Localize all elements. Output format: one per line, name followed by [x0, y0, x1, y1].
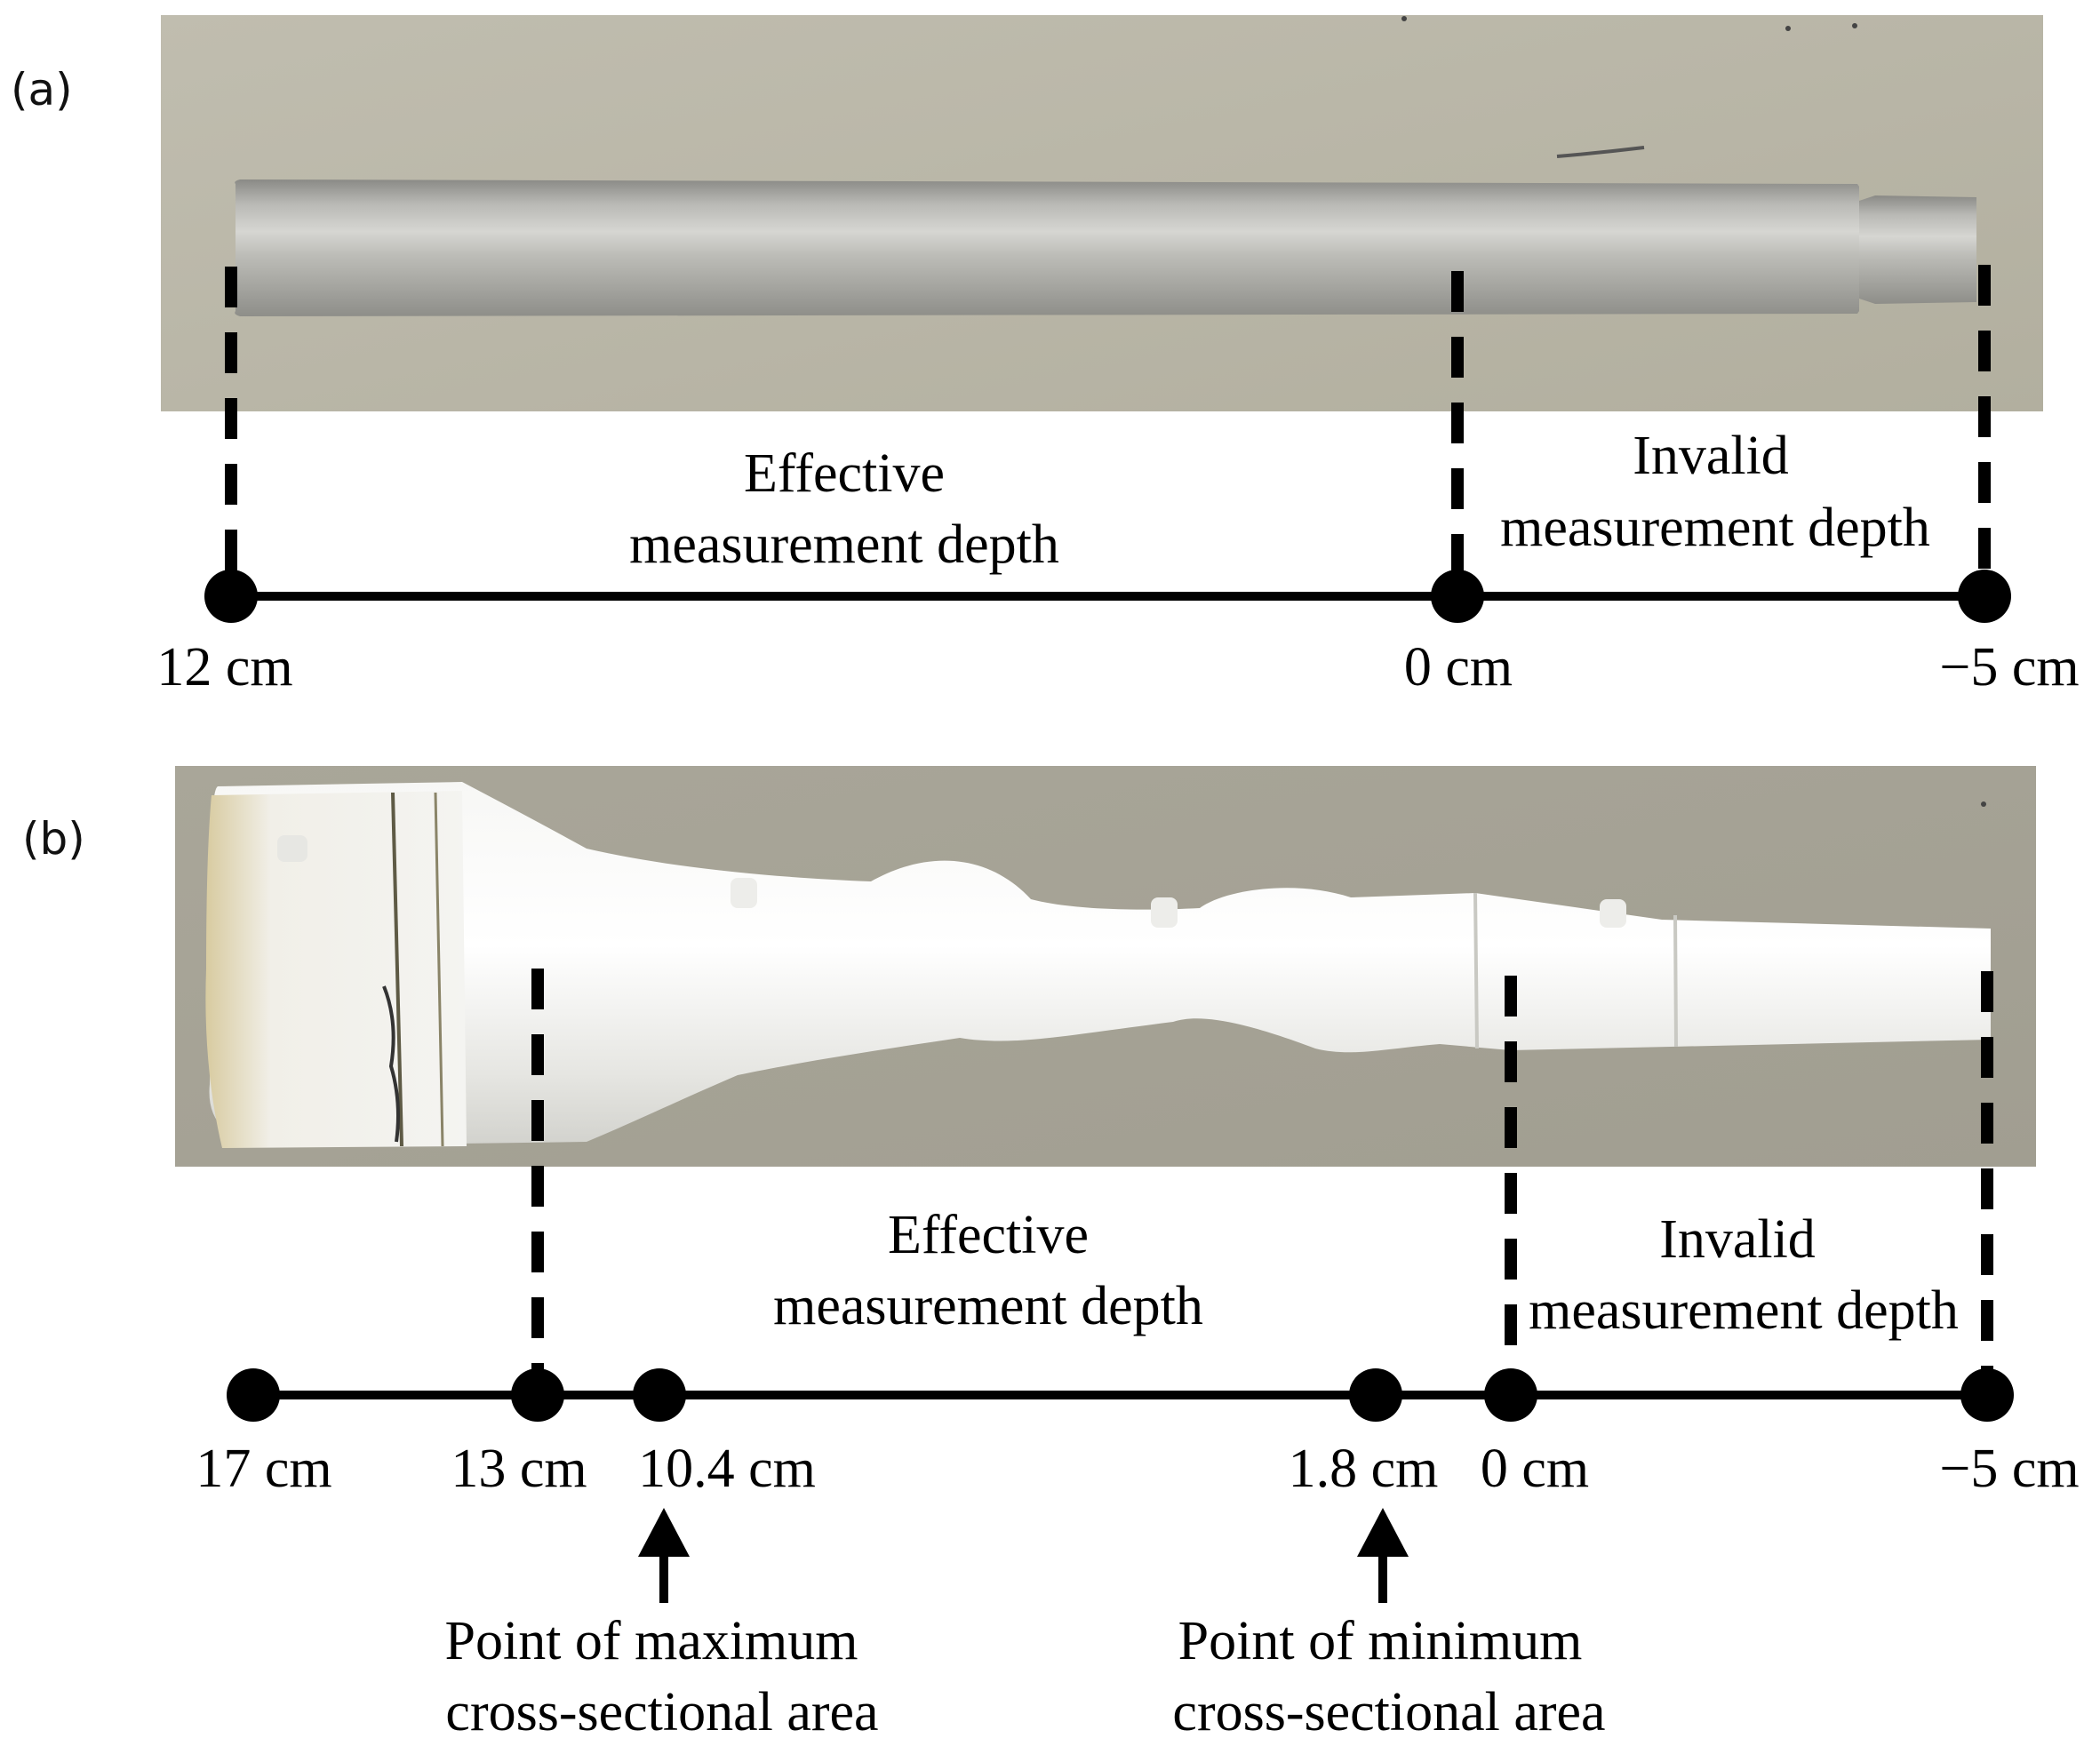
axis-point-0cm: [1484, 1368, 1537, 1422]
model-peg: [1600, 899, 1626, 928]
panel-b-depth-axis: [227, 1368, 2014, 1422]
effective-depth-label: Effective: [888, 1205, 1089, 1265]
tick-label: 1.8 cm: [1289, 1439, 1439, 1499]
axis-point-12cm: [204, 570, 258, 623]
invalid-depth-label: measurement depth: [1529, 1280, 1959, 1341]
axis-point-17cm: [227, 1368, 280, 1422]
invalid-depth-label: Invalid: [1659, 1209, 1816, 1270]
photo-speck: [1785, 26, 1791, 31]
tick-label: 0 cm: [1404, 637, 1513, 698]
photo-speck: [1852, 23, 1857, 28]
model-peg: [731, 878, 757, 908]
photo-speck: [1401, 16, 1407, 21]
invalid-depth-label: measurement depth: [1500, 498, 1930, 558]
cap-band-line: [434, 792, 444, 1147]
plastic-airway-model: [209, 782, 1991, 1146]
handwritten-mark: [382, 985, 400, 1143]
panel-a-depth-axis: [204, 570, 2011, 623]
axis-point-minus5cm: [1960, 1368, 2014, 1422]
panel-b-dashed-guides: [531, 969, 1993, 1392]
invalid-depth-label: Invalid: [1633, 426, 1789, 486]
photo-speck: [1981, 801, 1986, 807]
model-seam: [1673, 914, 1678, 1048]
metal-rod-step: [1859, 195, 1976, 304]
tick-label: 0 cm: [1481, 1439, 1589, 1499]
cap-band-line: [391, 792, 403, 1147]
axis-point-0cm: [1431, 570, 1484, 623]
panel-a-label: (a): [11, 64, 73, 116]
axis-point-10-4cm: [633, 1368, 686, 1422]
arrow-head-icon: [638, 1508, 690, 1557]
tick-label: 13 cm: [451, 1439, 587, 1499]
panel-a-dashed-guides: [225, 265, 1991, 594]
min-area-annotation: cross-sectional area: [1172, 1682, 1605, 1742]
min-area-annotation: Point of minimum: [1178, 1611, 1583, 1671]
tick-label: 10.4 cm: [638, 1439, 816, 1499]
arrow-shaft: [659, 1555, 668, 1603]
axis-point-minus5cm: [1958, 570, 2011, 623]
photo-mark: [1556, 146, 1645, 158]
effective-depth-label: Effective: [744, 443, 945, 504]
effective-depth-label: measurement depth: [629, 514, 1059, 575]
arrow-head-icon: [1357, 1508, 1409, 1557]
model-peg: [277, 835, 307, 862]
panel-b-label: (b): [22, 813, 85, 865]
max-area-annotation: cross-sectional area: [445, 1682, 878, 1742]
model-peg: [1151, 897, 1178, 928]
max-area-annotation: Point of maximum: [445, 1611, 858, 1671]
tick-label: 17 cm: [196, 1439, 331, 1499]
tick-label: −5 cm: [1939, 637, 2079, 698]
model-seam: [1473, 892, 1479, 1049]
axis-point-13cm: [511, 1368, 564, 1422]
metal-rod: [235, 179, 1859, 316]
panel-b-photo: [175, 766, 2036, 1167]
arrow-shaft: [1378, 1555, 1387, 1603]
tick-label: −5 cm: [1939, 1439, 2079, 1499]
axis-point-1-8cm: [1349, 1368, 1402, 1422]
min-area-arrow: [1357, 1508, 1409, 1603]
max-area-arrow: [638, 1508, 690, 1603]
panel-a-photo: [161, 15, 2043, 411]
effective-depth-label: measurement depth: [773, 1276, 1203, 1336]
tick-label: 12 cm: [156, 637, 292, 698]
plastic-base-cap: [205, 791, 467, 1148]
